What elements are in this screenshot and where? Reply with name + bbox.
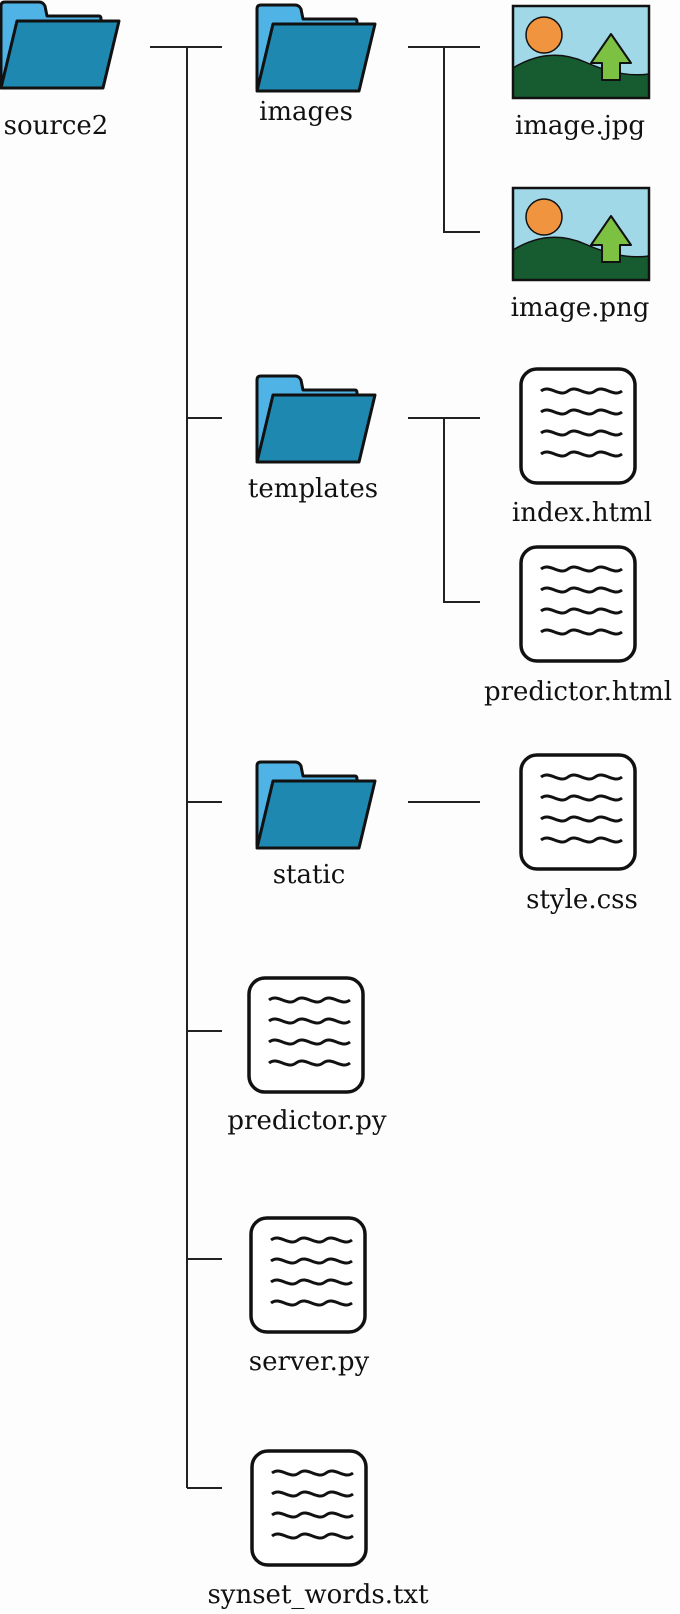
images-folder[interactable]: images xyxy=(255,3,377,127)
image-file-icon xyxy=(511,186,651,282)
folder-icon xyxy=(0,0,121,90)
root-connector xyxy=(150,46,222,1488)
synset-words-file[interactable]: synset_words.txt xyxy=(207,1449,429,1610)
predictor-py-label: predictor.py xyxy=(227,1106,387,1136)
static-folder-label: static xyxy=(273,860,346,890)
server-py-file[interactable]: server.py xyxy=(249,1216,370,1377)
text-file-icon xyxy=(247,976,365,1094)
style-css-file[interactable]: style.css xyxy=(519,753,638,915)
synset-words-label: synset_words.txt xyxy=(207,1580,429,1610)
image-jpg-file[interactable]: image.jpg xyxy=(511,4,651,141)
image-png-file[interactable]: image.png xyxy=(511,186,651,323)
text-file-icon xyxy=(250,1449,368,1567)
templates-folder-label: templates xyxy=(248,474,378,504)
index-html-label: index.html xyxy=(512,498,652,528)
tree-connectors xyxy=(150,46,480,1489)
templates-connector xyxy=(408,417,480,603)
predictor-py-file[interactable]: predictor.py xyxy=(227,976,387,1136)
folder-icon xyxy=(255,760,377,850)
predictor-html-label: predictor.html xyxy=(484,677,672,707)
text-file-icon xyxy=(519,367,637,485)
predictor-html-file[interactable]: predictor.html xyxy=(484,545,672,707)
image-file-icon xyxy=(511,4,651,100)
static-folder[interactable]: static xyxy=(255,760,377,890)
style-css-label: style.css xyxy=(526,885,638,915)
folder-icon xyxy=(255,374,377,464)
templates-folder[interactable]: templates xyxy=(248,374,378,504)
folder-icon xyxy=(255,3,377,93)
image-png-label: image.png xyxy=(511,293,650,323)
server-py-label: server.py xyxy=(249,1347,370,1377)
images-connector xyxy=(408,46,480,233)
text-file-icon xyxy=(519,753,637,871)
image-jpg-label: image.jpg xyxy=(515,111,645,141)
text-file-icon xyxy=(519,545,637,663)
images-folder-label: images xyxy=(259,97,353,127)
root-folder-label: source2 xyxy=(4,111,109,141)
text-file-icon xyxy=(249,1216,367,1334)
index-html-file[interactable]: index.html xyxy=(512,367,652,528)
root-folder[interactable]: source2 xyxy=(0,0,121,141)
